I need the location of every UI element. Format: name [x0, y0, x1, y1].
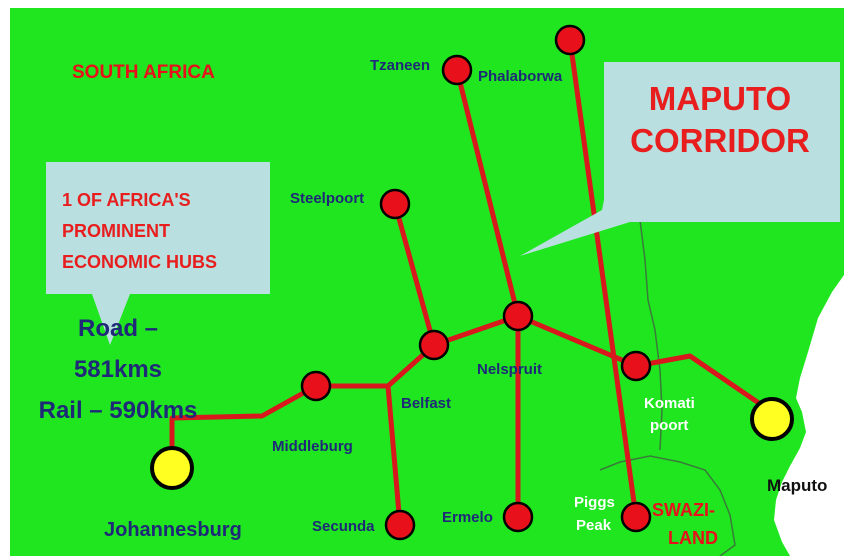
label-komatipoort-line2: poort — [650, 417, 688, 434]
label-maputo: Maputo — [767, 476, 827, 495]
label-nelspruit: Nelspruit — [477, 361, 542, 378]
label-piggs-peak-line2: Peak — [576, 517, 612, 534]
maputo-terminal — [750, 397, 794, 441]
node-secunda — [384, 509, 416, 541]
hub-text-line3: ECONOMIC HUBS — [62, 252, 217, 272]
label-tzaneen: Tzaneen — [370, 57, 430, 74]
johannesburg-terminal — [150, 446, 194, 490]
node-komatipoort — [620, 350, 652, 382]
corridor-title-line2: CORRIDOR — [630, 122, 810, 159]
economic-hub-callout: 1 OF AFRICA'S PROMINENT ECONOMIC HUBS — [46, 162, 270, 345]
node-nelspruit — [502, 300, 534, 332]
label-middleburg: Middleburg — [272, 438, 353, 455]
mozambique-border — [639, 219, 663, 451]
route-tzaneen — [454, 67, 521, 319]
node-belfast — [418, 329, 450, 361]
road-distance-line1: Road – — [78, 315, 158, 342]
label-ermelo: Ermelo — [442, 509, 493, 526]
route-steelpoort — [392, 201, 437, 348]
hub-text-line1: 1 OF AFRICA'S — [62, 190, 191, 210]
hub-text-line2: PROMINENT — [62, 221, 170, 241]
corridor-title-line1: MAPUTO — [649, 80, 791, 117]
route-lines — [169, 37, 775, 528]
node-ermelo — [502, 501, 534, 533]
node-steelpoort — [379, 188, 411, 220]
node-middleburg — [300, 370, 332, 402]
label-komatipoort-line1: Komati — [644, 395, 695, 412]
maputo-corridor-callout: MAPUTO CORRIDOR — [520, 62, 840, 256]
label-secunda: Secunda — [312, 518, 375, 535]
route-phalaborwa-piggs-peak — [567, 37, 639, 520]
label-phalaborwa: Phalaborwa — [478, 68, 563, 85]
node-tzaneen — [441, 54, 473, 86]
route-secunda — [385, 383, 403, 528]
label-johannesburg: Johannesburg — [104, 519, 242, 541]
label-belfast: Belfast — [401, 395, 451, 412]
road-distance-line2: 581kms — [74, 356, 162, 383]
route-main-corridor — [169, 313, 775, 453]
swaziland-label-line2: LAND — [668, 528, 718, 548]
swaziland-label-line1: SWAZI- — [652, 500, 715, 520]
node-piggs-peak — [620, 501, 652, 533]
node-phalaborwa — [554, 24, 586, 56]
label-steelpoort: Steelpoort — [290, 190, 364, 207]
label-piggs-peak-line1: Piggs — [574, 494, 615, 511]
south-africa-label: SOUTH AFRICA — [72, 62, 215, 83]
rail-distance: Rail – 590kms — [39, 397, 198, 424]
town-nodes — [300, 24, 652, 541]
